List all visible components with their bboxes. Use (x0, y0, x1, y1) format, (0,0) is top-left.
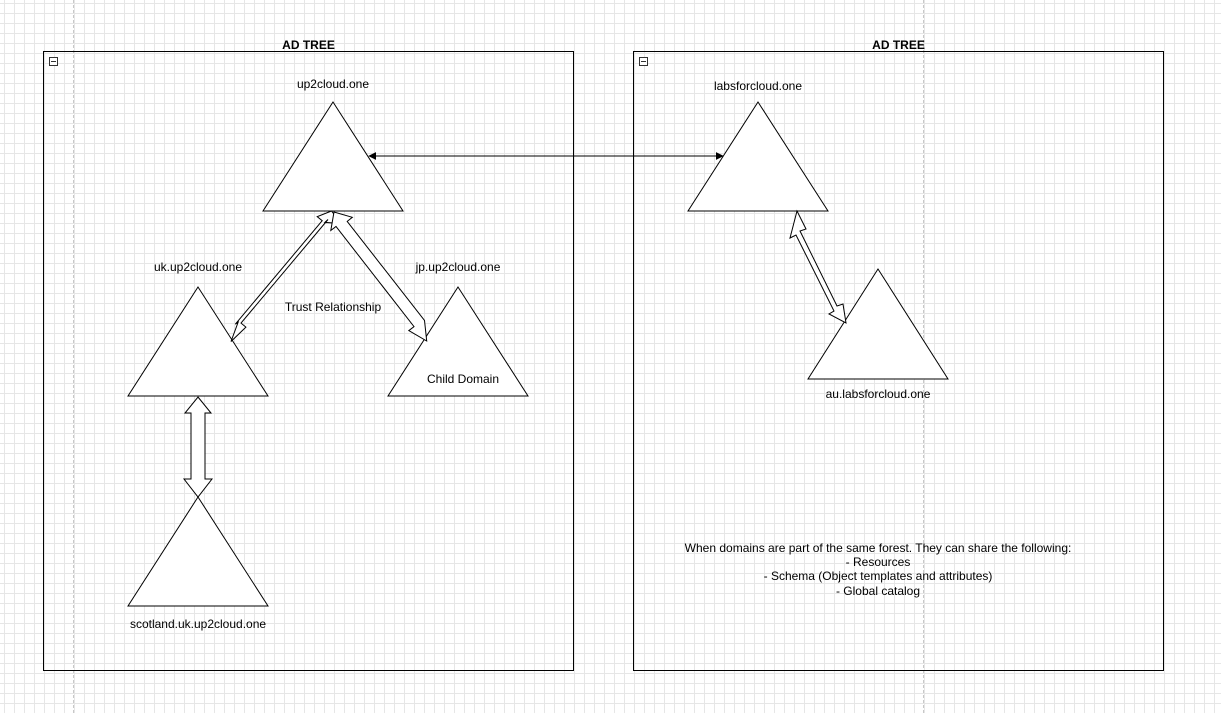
triangle-jp-up2cloud[interactable] (387, 286, 529, 397)
page-boundary-left (73, 0, 74, 713)
right-ad-tree-container[interactable]: AD TREE (633, 38, 1164, 671)
triangle-uk-up2cloud[interactable] (127, 286, 269, 397)
triangle-up2cloud[interactable] (262, 101, 404, 212)
trust-arrow-labs-au[interactable] (789, 209, 847, 324)
note-item-resources: - Resources (845, 555, 911, 570)
label-au-labsforcloud: au.labsforcloud.one (825, 387, 931, 401)
left-collapse-icon[interactable] (49, 57, 58, 66)
left-container-title: AD TREE (282, 38, 335, 52)
triangle-au-labsforcloud[interactable] (807, 268, 949, 380)
trust-arrow-uk-scotland[interactable] (182, 396, 214, 498)
note-item-schema: - Schema (Object templates and attribute… (763, 569, 993, 584)
forest-sharing-note: When domains are part of the same forest… (685, 541, 1072, 598)
trust-arrow-root-jp[interactable] (330, 211, 428, 342)
label-up2cloud: up2cloud.one (296, 77, 370, 91)
left-ad-tree-container[interactable]: AD TREE (43, 38, 574, 671)
label-jp-up2cloud: jp.up2cloud.one (415, 260, 501, 274)
label-uk-up2cloud: uk.up2cloud.one (153, 260, 243, 274)
label-child-domain: Child Domain (426, 372, 500, 386)
right-container-title: AD TREE (872, 38, 925, 52)
right-collapse-icon[interactable] (639, 57, 648, 66)
label-labsforcloud: labsforcloud.one (713, 79, 803, 93)
note-heading: When domains are part of the same forest… (684, 541, 1072, 555)
label-scotland-uk-up2cloud: scotland.uk.up2cloud.one (129, 617, 267, 631)
trust-arrow-root-uk[interactable] (230, 210, 343, 342)
triangle-scotland-uk-up2cloud[interactable] (127, 496, 269, 607)
label-trust-relationship: Trust Relationship (284, 300, 382, 314)
note-item-global-catalog: - Global catalog (835, 583, 921, 598)
